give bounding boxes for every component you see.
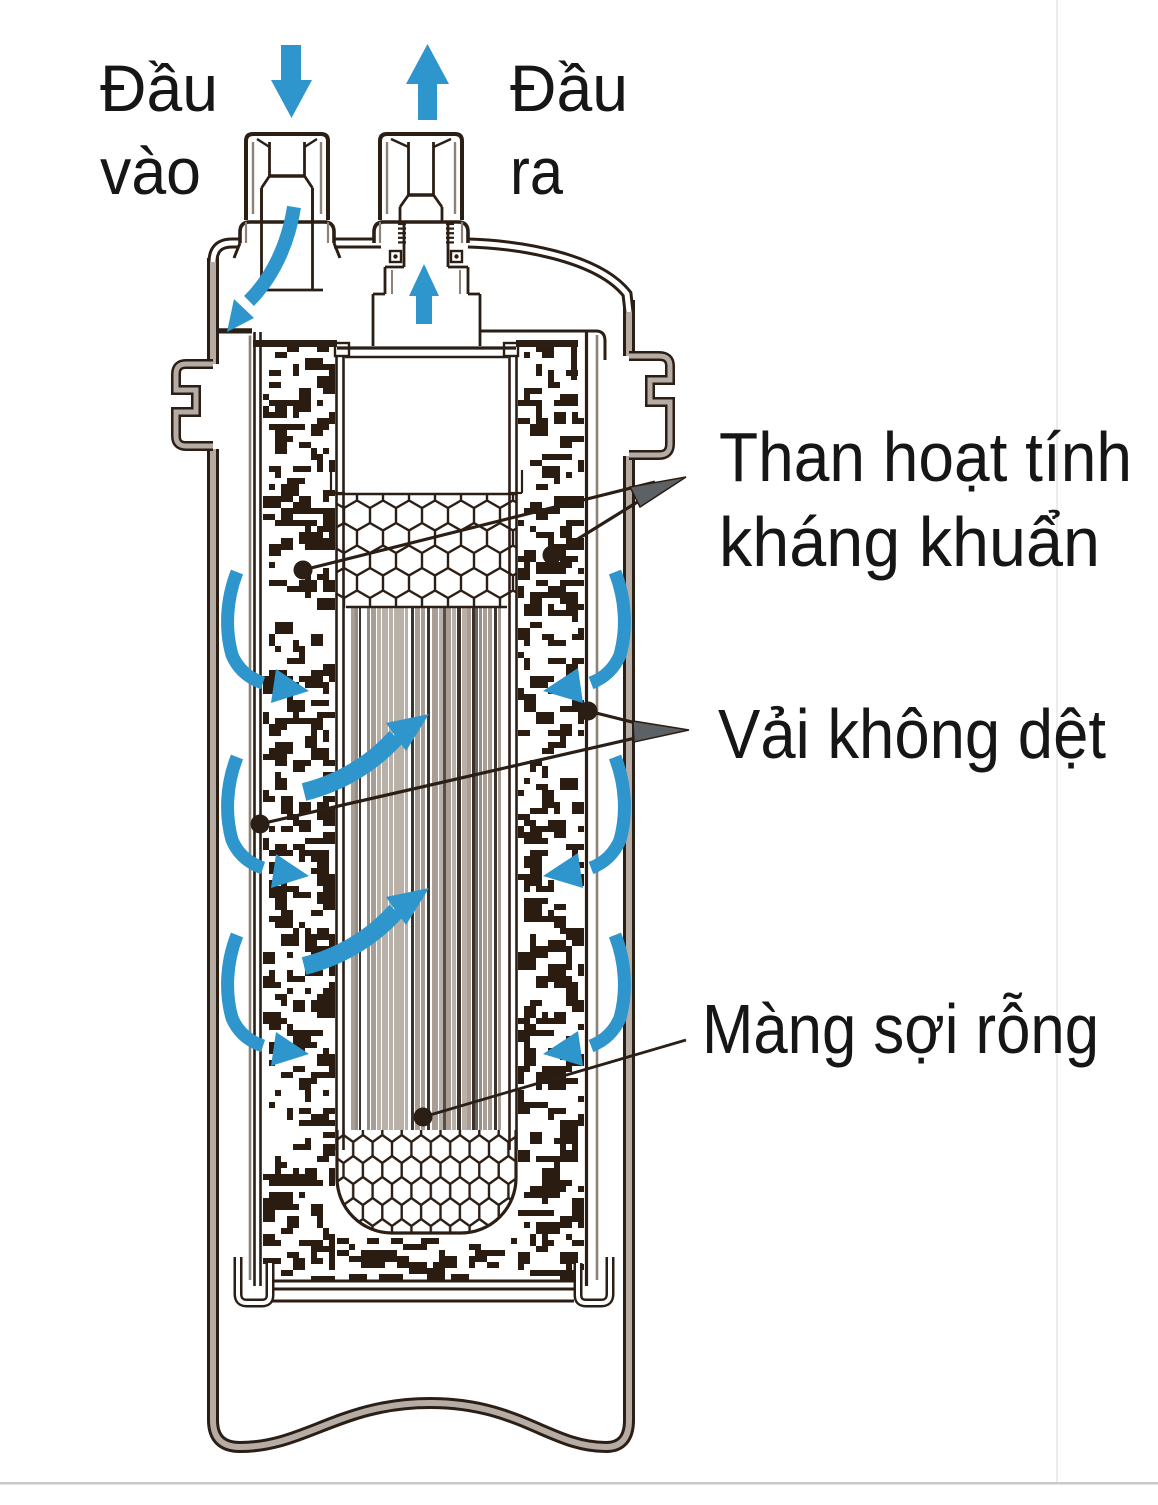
svg-text:Đầu: Đầu — [100, 51, 218, 125]
svg-text:Than hoạt tính: Than hoạt tính — [719, 418, 1132, 496]
svg-text:Đầu: Đầu — [510, 51, 628, 125]
svg-text:vào: vào — [100, 134, 201, 208]
svg-text:kháng khuẩn: kháng khuẩn — [719, 503, 1100, 581]
svg-text:Màng sợi rỗng: Màng sợi rỗng — [702, 990, 1099, 1068]
svg-text:Vải không dệt: Vải không dệt — [718, 695, 1106, 773]
svg-text:ra: ra — [510, 134, 563, 208]
